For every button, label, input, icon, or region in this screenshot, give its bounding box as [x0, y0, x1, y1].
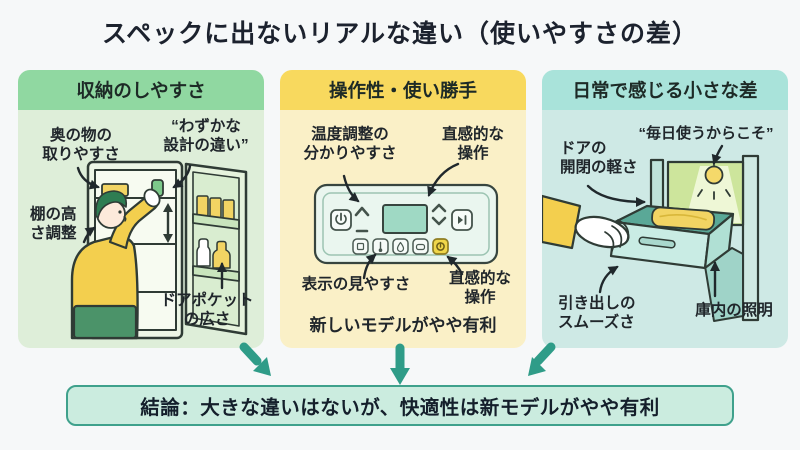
- updown-arrow-head: [163, 234, 173, 243]
- carton: [209, 197, 222, 219]
- label-subtle-design: “わずかな 設計の違い”: [163, 118, 249, 154]
- panel-operability: 操作性・使い勝手: [280, 70, 526, 348]
- flow-arrow-left-head: [253, 357, 271, 376]
- label-door-lightness: ドアの 開閉の軽さ: [560, 140, 638, 176]
- updown-arrow-head: [163, 203, 173, 212]
- label-intuitive-bottom: 直感的な 操作: [448, 270, 511, 306]
- panel-storage-header: 収納のしやすさ: [18, 70, 264, 110]
- person-hand: [143, 188, 161, 208]
- flow-arrow-right-head: [528, 357, 546, 376]
- eco-icon: [436, 242, 445, 251]
- annotation-arrow: [711, 144, 724, 165]
- storage-illustration: [70, 160, 248, 340]
- control-panel-inner: [322, 192, 490, 256]
- label-back-items: 奥の物の 取りやすさ: [42, 127, 120, 163]
- panel-storage: 収納のしやすさ: [18, 70, 264, 348]
- panel-operability-header: 操作性・使い勝手: [280, 70, 526, 110]
- function-button: [412, 238, 429, 255]
- annotation-arrow: [82, 226, 96, 244]
- annotation-arrow: [598, 265, 619, 294]
- drawer-food: [651, 206, 716, 231]
- bottle: [212, 240, 231, 269]
- up-chevron-icon: [431, 203, 447, 213]
- bottle: [196, 238, 211, 267]
- power-icon: [335, 214, 347, 225]
- label-intuitive-top: 直感的な 操作: [441, 126, 504, 162]
- thermometer-icon: [378, 248, 383, 252]
- panel-daily: 日常で感じる小さな差: [542, 70, 788, 348]
- annotation-arrow: [172, 164, 192, 189]
- skip-icon: [458, 216, 463, 224]
- page-title: スペックに出ないリアルな違い（使いやすさの差）: [101, 20, 698, 48]
- annotation-arrow: [446, 255, 464, 276]
- label-temp-control: 温度調整の 分かりやすさ: [303, 126, 397, 162]
- label-verdict: 新しいモデルがやや有利: [309, 316, 497, 335]
- person-pants: [72, 304, 138, 340]
- annotation-arrow: [362, 253, 377, 280]
- display-screen: [382, 204, 428, 234]
- sleeve: [542, 194, 582, 250]
- light-cone: [685, 166, 741, 223]
- person-eye: [118, 210, 122, 214]
- person-nose: [123, 216, 127, 222]
- function-button: [392, 238, 409, 255]
- label-door-pocket: ドアポケット の広さ: [160, 292, 254, 328]
- function-button: [352, 238, 369, 255]
- door-pocket-upper: [192, 213, 240, 230]
- drawer-illustration: [542, 144, 760, 322]
- person-hair: [95, 190, 128, 219]
- flow-arrow-middle-head: [390, 368, 410, 385]
- fridge-frame: [741, 154, 760, 322]
- light-bulb-icon: [704, 165, 724, 185]
- carton: [196, 195, 209, 217]
- label-display-visibility: 表示の見やすさ: [301, 276, 411, 293]
- panel-daily-header: 日常で感じる小さな差: [542, 70, 788, 110]
- label-daily-use: “毎日使うからこそ”: [638, 125, 774, 142]
- down-chevron-icon: [431, 216, 447, 226]
- flow-arrow-right: [533, 342, 556, 366]
- carton: [222, 199, 235, 221]
- annotation-arrow: [586, 184, 646, 207]
- label-interior-light: 庫内の照明: [695, 302, 773, 319]
- light-rays: [697, 189, 731, 200]
- flow-arrow-left: [239, 342, 262, 366]
- temp-up-chevron-icon: [354, 206, 370, 217]
- annotation-arrow: [76, 166, 100, 190]
- drawer-handle: [638, 236, 676, 249]
- fingers: [604, 219, 630, 252]
- droplet-icon: [396, 241, 405, 253]
- annotation-arrow: [427, 162, 460, 197]
- freezer-icon: [356, 242, 365, 251]
- tray-icon: [415, 243, 426, 251]
- label-drawer-smoothness: 引き出しの スムーズさ: [558, 295, 636, 331]
- control-panel-illustration: [313, 162, 499, 280]
- annotation-arrow: [342, 174, 360, 203]
- drawer-side: [703, 212, 735, 270]
- conclusion-banner: 結論：大きな違いはないが、快適性は新モデルがやや有利: [66, 385, 734, 426]
- label-shelf-height: 棚の高 さ調整: [30, 206, 77, 242]
